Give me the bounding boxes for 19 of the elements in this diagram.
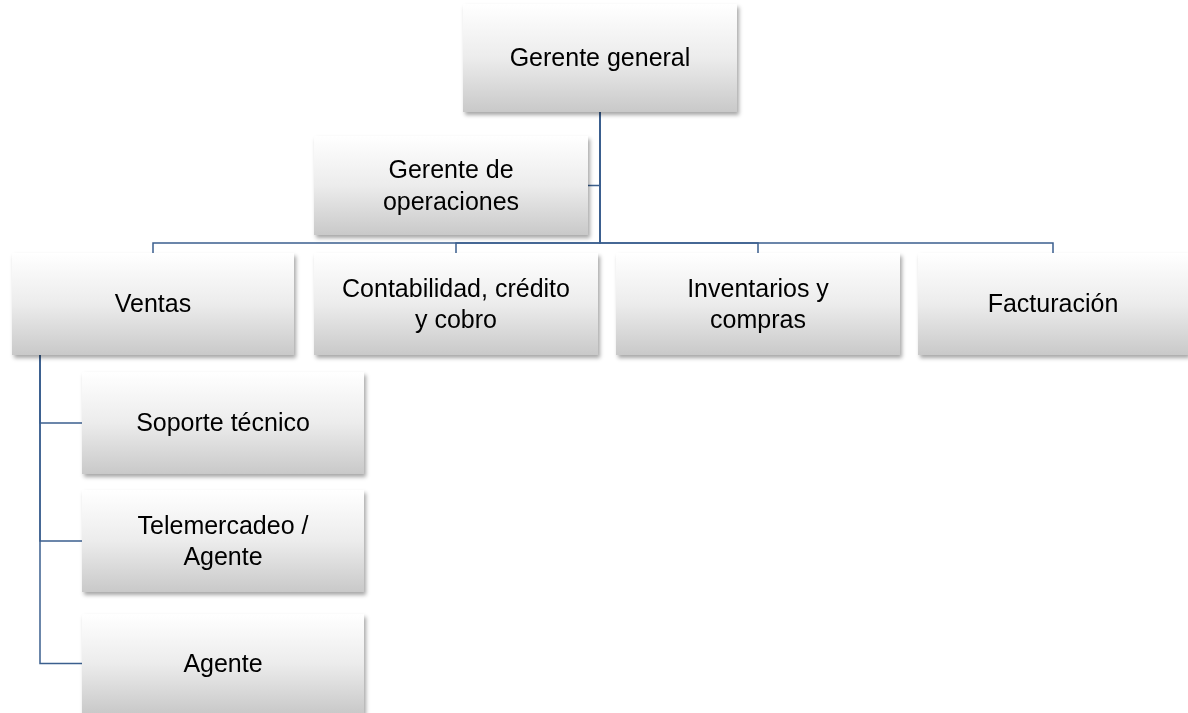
org-box — [463, 4, 737, 112]
role-label: Ventas — [114, 288, 192, 320]
role-label: Gerente general — [509, 42, 691, 74]
role-label: Telemercadeo / Agente — [136, 509, 310, 572]
org-box — [616, 253, 900, 355]
role-label: Gerente de operaciones — [381, 154, 521, 217]
connector-line — [39, 354, 83, 665]
org-box — [12, 253, 294, 355]
org-box — [82, 372, 364, 474]
role-label: Soporte técnico — [136, 407, 310, 439]
role-label: Contabilidad, crédito y cobro — [341, 272, 571, 335]
role-label: Inventarios y compras — [686, 272, 830, 335]
org-box — [314, 136, 588, 235]
org-box — [82, 490, 364, 592]
org-box — [918, 253, 1188, 355]
org-box — [314, 253, 598, 355]
role-label: Facturación — [987, 288, 1119, 320]
role-label: Agente — [183, 647, 263, 679]
org-box — [82, 614, 364, 713]
